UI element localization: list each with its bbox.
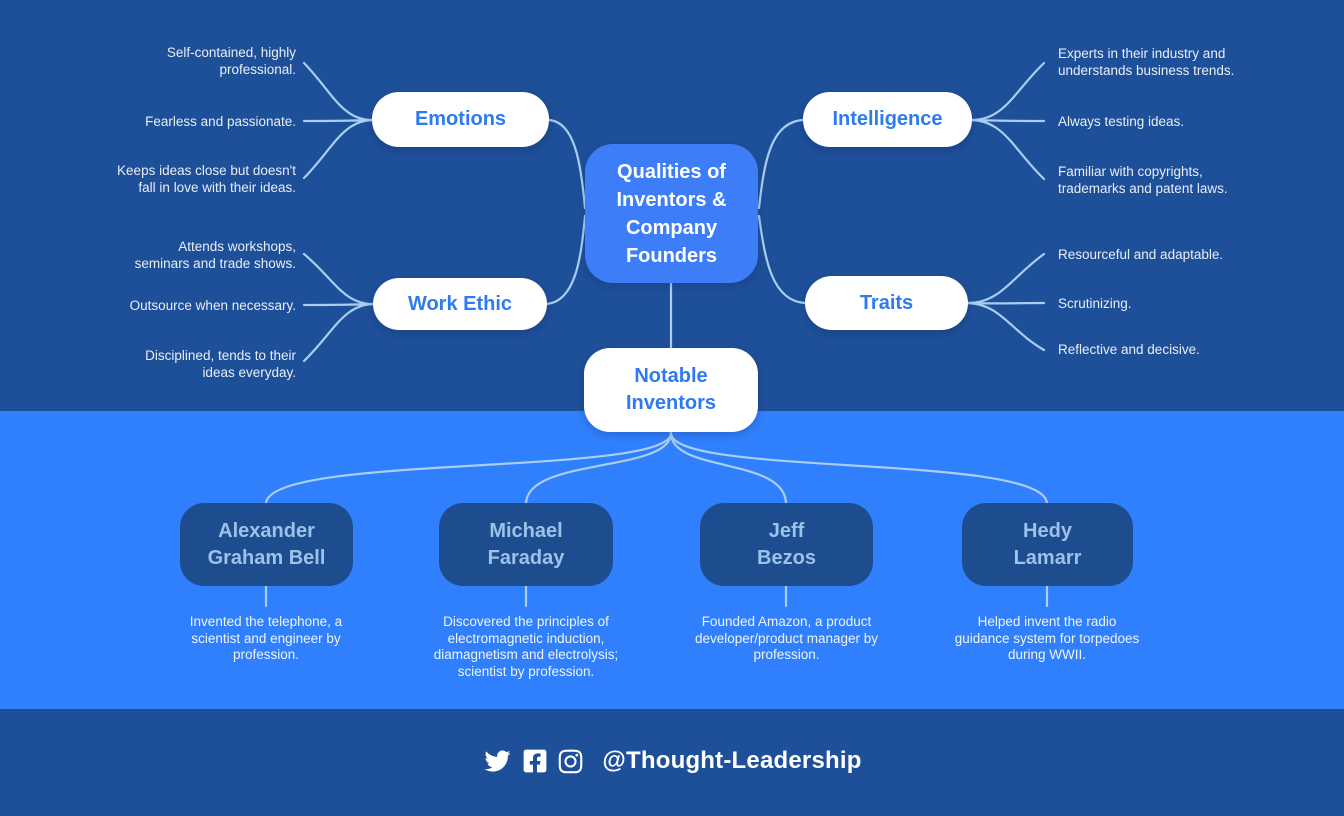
leaf-traits-2: Scrutinizing. (1058, 296, 1132, 311)
inventor-description: Helped invent the radio guidance system … (954, 614, 1140, 662)
inventor-name-line1: Alexander (218, 519, 315, 542)
center-node-qualities: Qualities of Inventors & Company Founder… (585, 144, 758, 283)
footer-social-bar: @Thought-Leadership (0, 737, 1344, 785)
leaf-emotions-2: Fearless and passionate. (145, 114, 296, 129)
inventor-box-jeff-bezos: Jeff Bezos (700, 503, 873, 586)
leaf-emotions-1: Self-contained, highly professional. (166, 45, 296, 77)
branch-label: Traits (859, 291, 914, 314)
center-node-title: Qualities of Inventors & Company Founder… (616, 160, 727, 267)
branch-node-emotions: Emotions (372, 92, 549, 147)
inventor-box-alexander-graham-bell: Alexander Graham Bell (180, 503, 353, 586)
inventor-name-line2: Lamarr (1013, 546, 1082, 569)
leaf-work-ethic-3: Disciplined, tends to their ideas everyd… (145, 348, 296, 380)
leaf-traits-1: Resourceful and adaptable. (1058, 247, 1224, 262)
branch-node-intelligence: Intelligence (803, 92, 972, 147)
inventor-box-hedy-lamarr: Hedy Lamarr (962, 503, 1133, 586)
inventor-name-line1: Jeff (768, 519, 805, 542)
inventor-description: Founded Amazon, a product developer/prod… (694, 614, 879, 662)
social-handle: @Thought-Leadership (602, 747, 862, 774)
leaf-intelligence-2: Always testing ideas. (1058, 114, 1185, 129)
inventor-name-line1: Hedy (1023, 519, 1072, 542)
inventor-description: Discovered the principles of electromagn… (433, 614, 619, 679)
branch-label: Intelligence (832, 108, 943, 130)
branch-node-work-ethic: Work Ethic (373, 278, 547, 330)
inventor-name-line2: Graham Bell (207, 546, 326, 569)
leaf-traits-3: Reflective and decisive. (1058, 342, 1200, 357)
leaf-intelligence-1: Experts in their industry and understand… (1058, 46, 1235, 78)
notable-inventors-node: Notable Inventors (584, 348, 758, 432)
inventor-name-line1: Michael (489, 519, 563, 542)
leaf-emotions-3: Keeps ideas close but doesn't fall in lo… (117, 163, 296, 195)
inventor-name-line2: Bezos (757, 546, 816, 569)
instagram-icon (559, 749, 583, 773)
twitter-icon (484, 750, 511, 772)
branch-node-traits: Traits (805, 276, 968, 330)
leaf-intelligence-3: Familiar with copyrights, trademarks and… (1058, 164, 1228, 196)
notable-inventors-label: Notable Inventors (625, 365, 717, 414)
inventor-description: Invented the telephone, a scientist and … (189, 614, 343, 662)
inventor-name-line2: Faraday (487, 546, 565, 569)
facebook-icon (524, 749, 547, 773)
branch-label: Work Ethic (407, 292, 513, 315)
leaf-work-ethic-1: Attends workshops, seminars and trade sh… (134, 239, 296, 271)
branch-label: Emotions (414, 108, 507, 130)
inventor-box-michael-faraday: Michael Faraday (439, 503, 613, 586)
leaf-work-ethic-2: Outsource when necessary. (129, 298, 296, 313)
